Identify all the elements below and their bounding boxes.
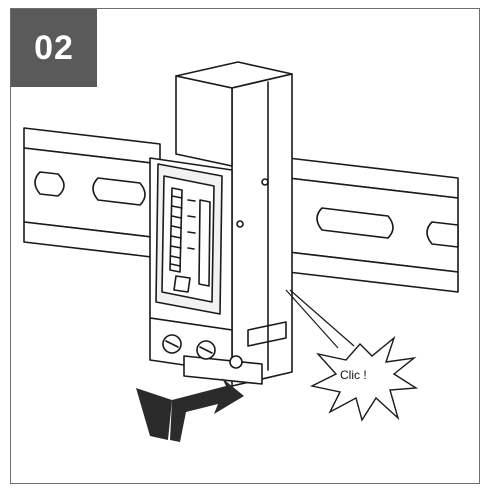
step-number-badge: 02	[11, 9, 97, 87]
timer-switch-device	[149, 61, 293, 387]
din-rail	[23, 127, 459, 293]
push-in-arrows-icon	[136, 378, 244, 442]
click-callout-text: Clic !	[340, 368, 367, 382]
starburst-callout-icon	[309, 335, 419, 422]
